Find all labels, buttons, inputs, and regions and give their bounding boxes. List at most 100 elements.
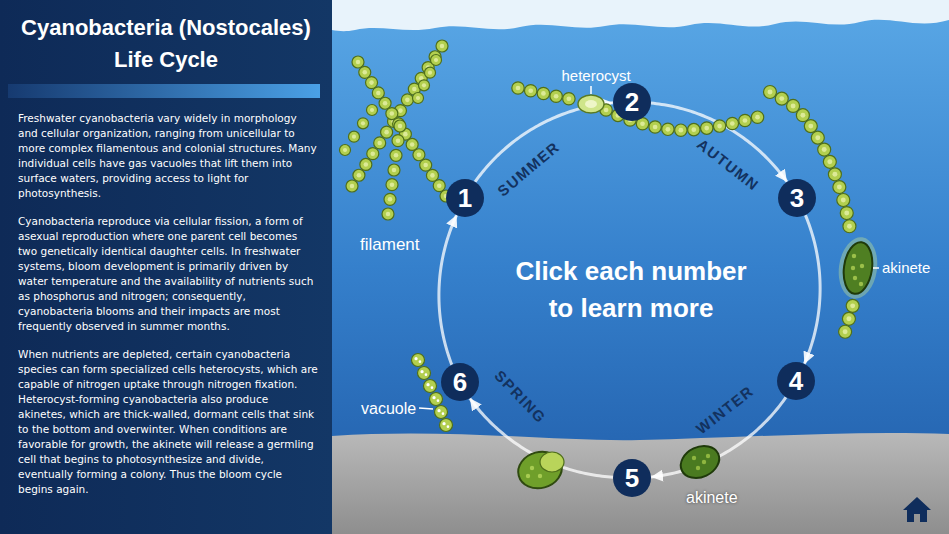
cell	[367, 105, 378, 116]
akinete-granule	[851, 266, 855, 270]
akinete-granule	[702, 460, 706, 464]
cell	[433, 180, 445, 192]
cell	[386, 179, 398, 191]
gas-vacuole	[447, 425, 450, 428]
instruction-text: Click each number to learn more	[506, 253, 756, 328]
cell-core	[417, 152, 422, 157]
cycle-arrow	[475, 103, 613, 182]
cell-core	[678, 128, 683, 133]
gas-vacuole	[442, 422, 445, 425]
part-label: akinete	[686, 488, 738, 507]
akinete-granule	[692, 456, 696, 460]
home-icon	[903, 497, 931, 522]
cell-core	[843, 329, 848, 334]
step-number-text: 1	[458, 184, 472, 212]
step-number: 1	[446, 179, 484, 217]
cell-core	[403, 132, 408, 137]
cell-core	[430, 173, 435, 178]
cell	[367, 148, 379, 160]
cell-core	[554, 94, 559, 99]
step-circle	[777, 362, 815, 400]
cell	[839, 325, 852, 338]
cell	[440, 419, 453, 432]
cell-core	[846, 316, 851, 321]
cell-core	[841, 198, 846, 203]
cell	[649, 121, 661, 133]
cell	[796, 109, 809, 122]
cell-core	[653, 125, 658, 130]
part-label: filament	[360, 235, 420, 255]
cell	[358, 118, 369, 129]
cell-core	[440, 44, 445, 49]
cell	[426, 169, 438, 181]
cell-core	[357, 173, 362, 178]
cell	[842, 312, 855, 325]
step-number: 3	[778, 179, 816, 217]
cell	[430, 393, 443, 406]
akinete-granule	[706, 454, 710, 458]
panel-paragraph: Freshwater cyanobacteria vary widely in …	[18, 111, 318, 201]
cell-core	[412, 87, 417, 92]
cell	[390, 149, 402, 161]
cell	[662, 123, 674, 135]
cell	[382, 208, 394, 220]
cell-core	[755, 115, 760, 120]
akinete-granule	[859, 282, 863, 286]
akinete-granule	[860, 264, 864, 268]
step-circle	[613, 83, 651, 121]
leader-line	[873, 267, 879, 269]
cell-core	[369, 80, 374, 85]
cell	[751, 111, 763, 123]
cell-core	[410, 142, 415, 147]
panel-paragraph: When nutrients are depleted, certain cya…	[18, 347, 318, 497]
cell	[688, 123, 700, 135]
cell-core	[743, 118, 748, 123]
leader-line	[590, 86, 592, 94]
cell-core	[396, 138, 401, 143]
cell-core	[370, 108, 374, 112]
cell-core	[822, 147, 827, 152]
step-circle	[613, 459, 651, 497]
cell	[512, 82, 524, 94]
cell	[374, 137, 386, 149]
step-circle	[441, 363, 479, 401]
cell	[424, 380, 437, 393]
germinating-akinete	[514, 447, 566, 493]
cell	[537, 87, 549, 99]
side-panel-ground	[0, 0, 332, 534]
cell-core	[405, 98, 410, 103]
cell	[775, 92, 788, 105]
cell-core	[768, 90, 773, 95]
akinete-granule	[853, 276, 857, 280]
cell-core	[717, 124, 722, 129]
cell-core	[516, 86, 521, 91]
cell-core	[604, 108, 609, 113]
cell-core	[832, 172, 837, 177]
cell-core	[356, 60, 361, 65]
cell-core	[434, 58, 438, 62]
cell	[420, 159, 432, 171]
gas-vacuole	[425, 373, 428, 376]
cell	[843, 220, 856, 233]
cell	[412, 354, 425, 367]
step-circle	[778, 179, 816, 217]
cell	[811, 131, 824, 144]
cell	[360, 158, 372, 170]
part-label: vacuole	[361, 399, 416, 418]
step-number: 6	[441, 363, 479, 401]
diagram-title: Cyanobacteria (Nostocales) Life Cycle	[6, 12, 326, 76]
cell	[525, 85, 537, 97]
cell	[386, 108, 398, 120]
cell-core	[691, 127, 696, 132]
cell	[394, 120, 406, 132]
cell-core	[704, 126, 709, 131]
cell-core	[800, 113, 805, 118]
cell	[739, 114, 751, 126]
gas-vacuole	[432, 396, 435, 399]
cell-core	[388, 197, 393, 202]
cell-core	[827, 159, 832, 164]
cell-core	[730, 121, 735, 126]
cell-core	[541, 91, 546, 96]
cell-core	[350, 184, 355, 189]
